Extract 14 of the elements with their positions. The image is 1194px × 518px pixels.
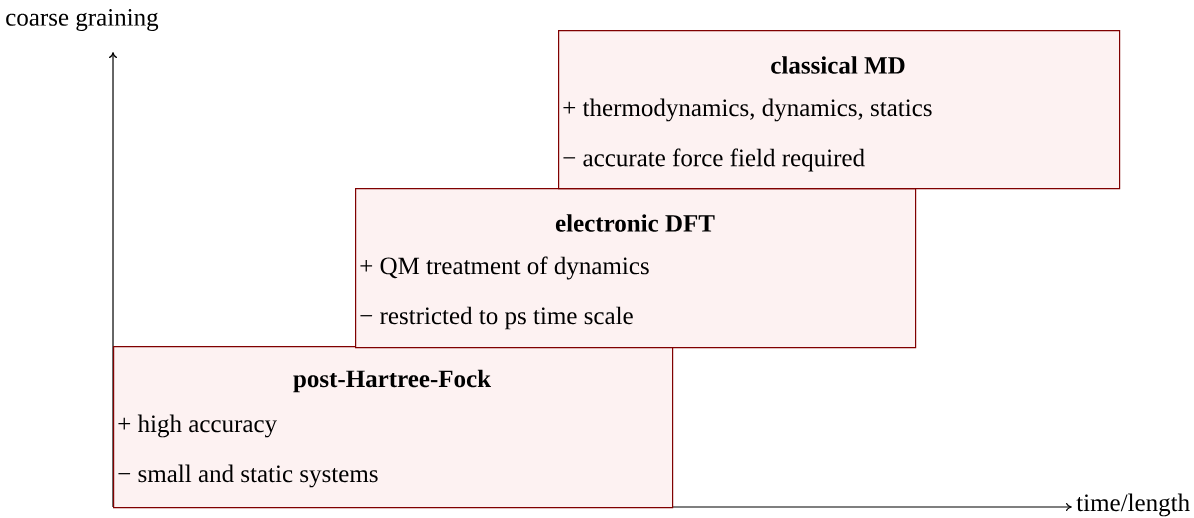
property-text: + high accuracy (118, 414, 277, 438)
method-box (558, 30, 1121, 190)
property-text: + thermodynamics, dynamics, statics (563, 98, 932, 122)
method-box (113, 346, 674, 509)
property-text: − small and static systems (118, 464, 378, 488)
axis-label: time/length (1076, 493, 1190, 517)
box-heading: classical MD (771, 56, 905, 74)
property-text: + QM treatment of dynamics (360, 256, 649, 280)
property-text: − restricted to ps time scale (360, 306, 633, 330)
box-heading: post-Hartree-Fock (293, 369, 492, 393)
method-box (355, 188, 917, 349)
box-heading: electronic DFT (555, 214, 715, 232)
property-text: − accurate force field required (563, 148, 865, 172)
axis-label: coarse graining (6, 9, 159, 31)
